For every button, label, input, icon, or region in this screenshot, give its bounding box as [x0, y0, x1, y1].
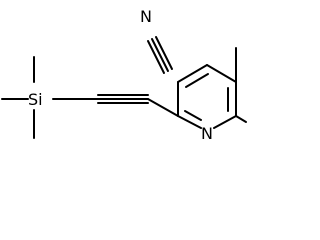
nitrile-triple-bond-left — [147, 40, 165, 74]
nitrile-triple-bond-right — [155, 36, 173, 70]
chemical-structure-canvas: N Si N — [1, 7, 247, 143]
ring-bond-c3-c4 — [177, 64, 208, 83]
ring-bond-n-c2 — [177, 115, 202, 129]
ring-bond-c4-c5 — [206, 64, 237, 83]
methyl-bond-bottom — [235, 115, 247, 123]
ring-bond-c6-n — [213, 115, 237, 129]
ring-double-bond-c3-c4-inner — [185, 73, 209, 88]
molecule-diagram: N Si N — [1, 7, 247, 143]
ring-to-alkyne-bond — [147, 98, 179, 117]
silicon-label: Si — [28, 90, 43, 109]
nitrile-triple-bond-middle — [151, 38, 169, 72]
ring-double-bond-n-c2-inner — [184, 110, 202, 121]
nitrile-nitrogen-label: N — [140, 7, 152, 26]
ring-nitrogen-label: N — [201, 124, 213, 143]
